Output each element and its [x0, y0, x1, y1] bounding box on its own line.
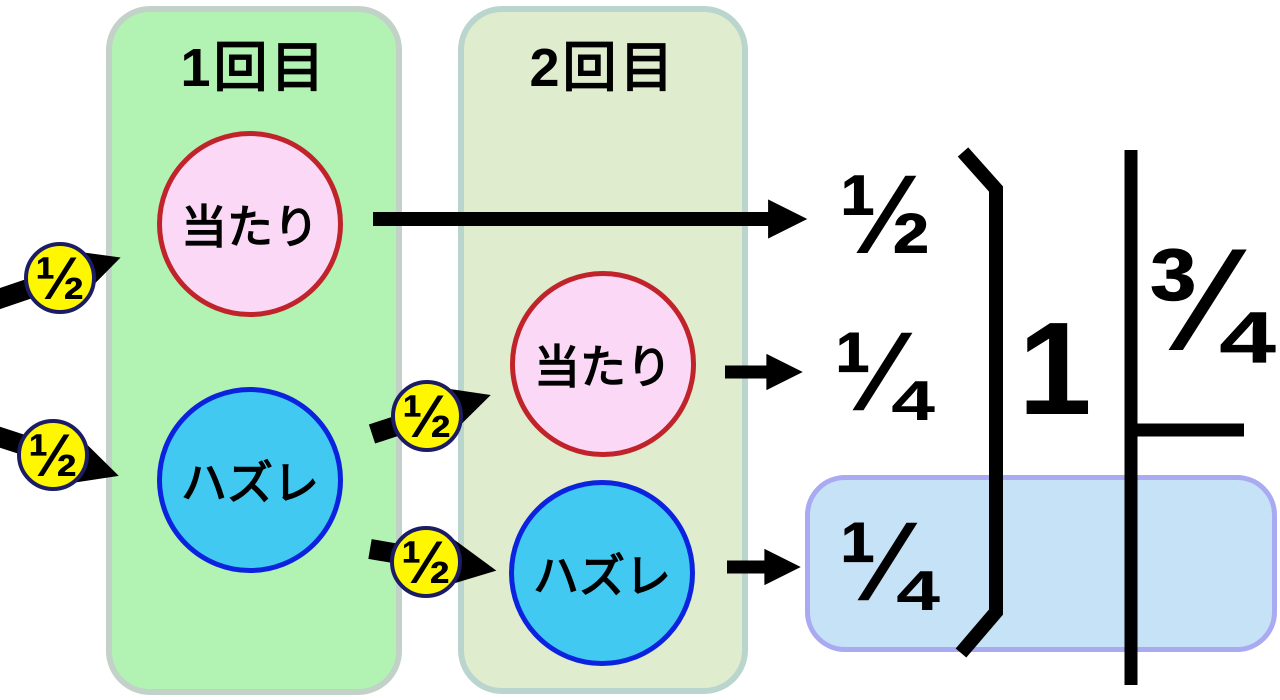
round2-win-node: 当たり	[510, 271, 696, 457]
outcome-value-quarter-win: ¼	[833, 309, 928, 434]
probability-badge-round2-win: ½	[391, 380, 463, 452]
round2-lose-label: ハズレ	[533, 550, 671, 602]
outcome-value-half: ½	[838, 152, 933, 277]
round1-panel	[106, 6, 402, 695]
round1-win-label: 当たり	[181, 201, 319, 253]
answer-value: ¾	[1144, 218, 1266, 381]
round1-win-node: 当たり	[157, 131, 343, 317]
probability-badge-round1-lose: ½	[17, 419, 89, 491]
round2-win-label: 当たり	[534, 341, 672, 393]
round2-lose-node: ハズレ	[509, 480, 695, 666]
highlight-box	[805, 475, 1277, 652]
round1-lose-label: ハズレ	[181, 457, 319, 509]
round1-lose-node: ハズレ	[157, 387, 343, 573]
round1-header: 1回目	[180, 37, 328, 98]
outcome-value-quarter-lose: ¼	[838, 499, 933, 624]
probability-badge-round2-lose: ½	[390, 526, 462, 598]
total-value: 1	[1018, 295, 1092, 442]
round2-header: 2回目	[529, 37, 677, 98]
probability-badge-round1-win: ½	[24, 242, 96, 314]
